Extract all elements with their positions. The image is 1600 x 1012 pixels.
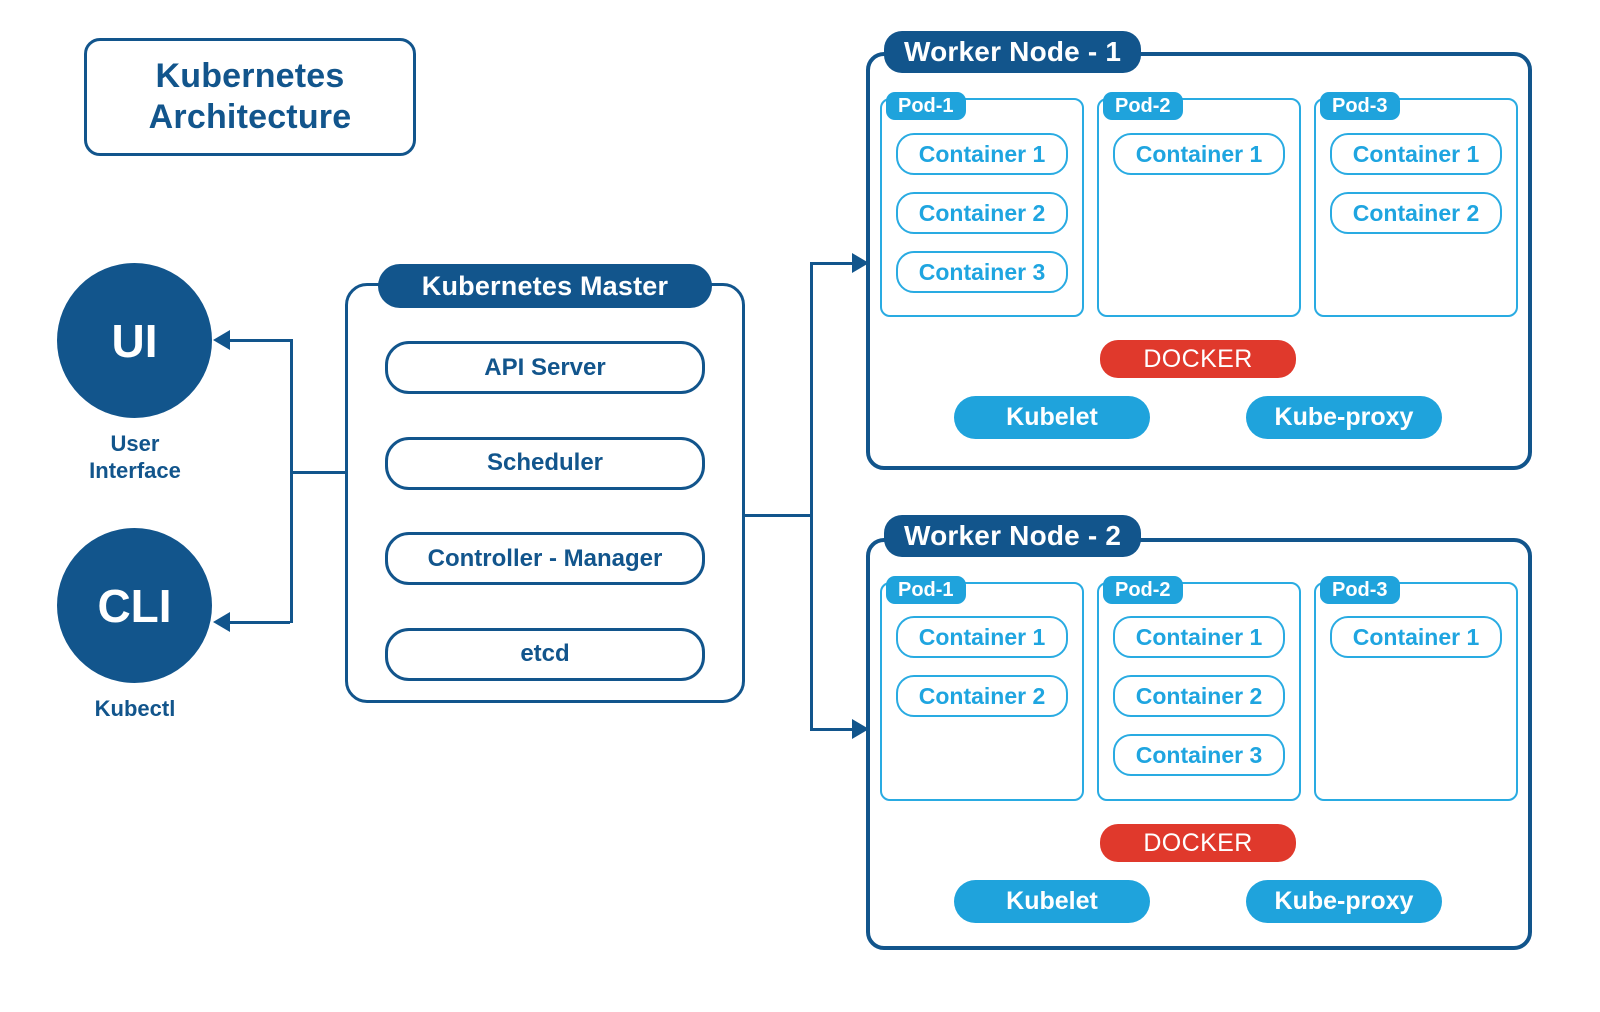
kube-proxy-label: Kube-proxy: [1274, 403, 1414, 431]
branch-to-worker-1-line: [810, 262, 858, 265]
cli-circle-label: CLI: [97, 579, 172, 632]
master-component-api-server[interactable]: API Server: [385, 341, 705, 394]
worker-node-2-pod-3-label: Pod-3: [1320, 576, 1400, 604]
worker-node-2-pod-2-label: Pod-2: [1103, 576, 1183, 604]
container-label: Container 3: [1135, 741, 1263, 768]
worker-node-2-pod-1-container-2[interactable]: Container 2: [896, 675, 1068, 717]
pod-label-text: Pod-3: [1332, 94, 1388, 117]
ui-circle[interactable]: UI: [57, 263, 212, 418]
cli-caption-line-1: Kubectl: [94, 696, 176, 721]
worker-node-1-kubelet-pill[interactable]: Kubelet: [954, 396, 1150, 439]
kubelet-label: Kubelet: [1006, 887, 1098, 915]
worker-node-1-pod-1-container-3[interactable]: Container 3: [896, 251, 1068, 293]
master-component-label: API Server: [484, 353, 606, 381]
ui-caption-line-2: Interface: [89, 458, 181, 484]
worker-node-1-pod-1-container-1[interactable]: Container 1: [896, 133, 1068, 175]
worker-node-1-pod-1-container-2[interactable]: Container 2: [896, 192, 1068, 234]
kube-proxy-label: Kube-proxy: [1274, 887, 1414, 915]
worker-node-1-pod-3-container-2[interactable]: Container 2: [1330, 192, 1502, 234]
container-label: Container 2: [918, 199, 1046, 226]
branch-to-worker-2-line: [810, 728, 858, 731]
worker-node-1-pod-2-box: [1097, 98, 1301, 317]
ui-caption-line-1: User: [110, 431, 160, 456]
diagram-title-line-1: Kubernetes: [155, 56, 345, 95]
master-component-controller-manager[interactable]: Controller - Manager: [385, 532, 705, 586]
pod-label-text: Pod-1: [898, 94, 954, 117]
arrow-to-worker-2-icon: [852, 719, 869, 739]
worker-node-2-pod-2-container-1[interactable]: Container 1: [1113, 616, 1285, 658]
worker-node-2-header: Worker Node - 2: [884, 515, 1142, 557]
pod-label-text: Pod-3: [1332, 578, 1388, 601]
worker-node-1-pod-2-label: Pod-2: [1103, 92, 1183, 120]
worker-node-2-pod-1-container-1[interactable]: Container 1: [896, 616, 1068, 658]
master-to-workers-stem: [745, 514, 812, 517]
kubernetes-master-header-label: Kubernetes Master: [421, 270, 669, 301]
master-to-clients-stem: [290, 471, 347, 474]
worker-node-2-kubelet-pill[interactable]: Kubelet: [954, 880, 1150, 923]
cli-caption: Kubectl: [40, 695, 230, 722]
ui-circle-label: UI: [111, 314, 158, 367]
worker-node-2-docker-pill[interactable]: DOCKER: [1100, 824, 1296, 862]
container-label: Container 1: [1135, 140, 1263, 167]
worker-node-1-docker-pill[interactable]: DOCKER: [1100, 340, 1296, 378]
worker-node-2-pod-2-container-2[interactable]: Container 2: [1113, 675, 1285, 717]
container-label: Container 1: [918, 623, 1046, 650]
master-component-label: Controller - Manager: [427, 544, 663, 572]
arrow-to-worker-1-icon: [852, 253, 869, 273]
kubelet-label: Kubelet: [1006, 403, 1098, 431]
worker-node-1-pod-1-label: Pod-1: [886, 92, 966, 120]
workers-branch-spine: [810, 262, 813, 729]
container-label: Container 3: [918, 258, 1046, 285]
arrow-to-cli-icon: [213, 612, 230, 632]
container-label: Container 1: [1352, 623, 1480, 650]
container-label: Container 2: [1135, 682, 1263, 709]
docker-label: DOCKER: [1143, 344, 1253, 373]
pod-label-text: Pod-2: [1115, 94, 1171, 117]
worker-node-2-header-label: Worker Node - 2: [904, 520, 1122, 551]
container-label: Container 1: [1135, 623, 1263, 650]
container-label: Container 2: [918, 682, 1046, 709]
branch-to-cli-line: [230, 621, 290, 624]
arrow-to-ui-icon: [213, 330, 230, 350]
worker-node-2-pod-3-container-1[interactable]: Container 1: [1330, 616, 1502, 658]
container-label: Container 1: [1352, 140, 1480, 167]
worker-node-1-pod-2-container-1[interactable]: Container 1: [1113, 133, 1285, 175]
master-component-etcd[interactable]: etcd: [385, 627, 705, 681]
worker-node-1-kube-proxy-pill[interactable]: Kube-proxy: [1246, 396, 1442, 439]
worker-node-2-pod-1-label: Pod-1: [886, 576, 966, 604]
ui-caption: User Interface: [40, 430, 230, 485]
cli-circle[interactable]: CLI: [57, 528, 212, 683]
pod-label-text: Pod-1: [898, 578, 954, 601]
worker-node-1-header-label: Worker Node - 1: [904, 36, 1122, 67]
worker-node-2-kube-proxy-pill[interactable]: Kube-proxy: [1246, 880, 1442, 923]
worker-node-1-pod-3-container-1[interactable]: Container 1: [1330, 133, 1502, 175]
diagram-title-box: Kubernetes Architecture: [84, 38, 416, 156]
clients-branch-spine: [290, 339, 293, 623]
master-component-label: etcd: [520, 640, 570, 668]
kubernetes-master-component-list: API Server Scheduler Controller - Manage…: [345, 283, 745, 703]
worker-node-1-header: Worker Node - 1: [884, 31, 1142, 73]
container-label: Container 2: [1352, 199, 1480, 226]
container-label: Container 1: [918, 140, 1046, 167]
master-component-scheduler[interactable]: Scheduler: [385, 436, 705, 490]
diagram-title-line-2: Architecture: [148, 98, 352, 136]
kubernetes-master-header: Kubernetes Master: [378, 264, 712, 308]
worker-node-1-pod-3-label: Pod-3: [1320, 92, 1400, 120]
master-component-label: Scheduler: [486, 449, 604, 477]
pod-label-text: Pod-2: [1115, 578, 1171, 601]
worker-node-2-pod-2-container-3[interactable]: Container 3: [1113, 734, 1285, 776]
branch-to-ui-line: [230, 339, 290, 342]
worker-node-2-pod-3-box: [1314, 582, 1518, 801]
docker-label: DOCKER: [1143, 828, 1253, 857]
